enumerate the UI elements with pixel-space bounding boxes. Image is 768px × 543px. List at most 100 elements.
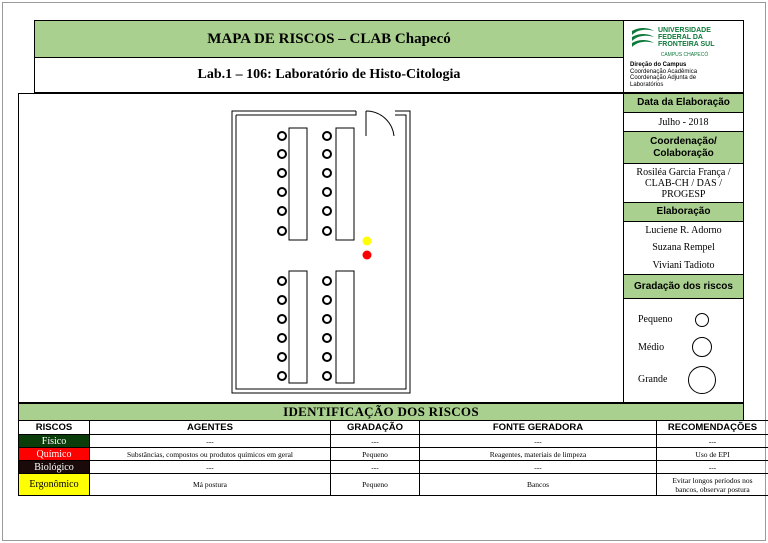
agent-cell: --- xyxy=(89,434,331,448)
small-circle-icon xyxy=(695,313,709,327)
chemical-risk-marker xyxy=(362,250,372,260)
recommendation-line-1: Evitar longos períodos nos xyxy=(672,475,753,485)
coord-value-line-3: PROGESP xyxy=(661,188,706,200)
coord-value-line-1: Rosiléa Garcia França / xyxy=(636,166,731,178)
coord-heading-line-1: Coordenação/ xyxy=(650,135,717,147)
table-row: Ergonômico Má postura Pequeno Bancos Evi… xyxy=(18,473,768,496)
stool-icon xyxy=(277,352,287,362)
table-row: Químico Substâncias, compostos ou produt… xyxy=(18,447,768,461)
bench-top-right xyxy=(335,127,355,241)
date-heading: Data da Elaboração xyxy=(623,93,744,113)
recommendation-cell: --- xyxy=(656,434,768,448)
logo-dir-1: Direção do Campus xyxy=(630,62,687,68)
date-heading-text: Data da Elaboração xyxy=(637,97,730,108)
stool-icon xyxy=(277,333,287,343)
stool-icon xyxy=(322,295,332,305)
stool-icon xyxy=(277,168,287,178)
stool-icon xyxy=(277,206,287,216)
stool-icon xyxy=(277,226,287,236)
subtitle-text: Lab.1 – 106: Laboratório de Histo-Citolo… xyxy=(197,66,461,82)
recommendation-line-2: bancos, observar postura xyxy=(675,484,750,494)
floor-plan xyxy=(231,110,411,394)
stool-icon xyxy=(322,333,332,343)
risk-table-header-row: RISCOS AGENTES GRADAÇÃO FONTE GERADORA R… xyxy=(18,420,768,435)
logo-dir-4: Laboratórios xyxy=(630,81,664,88)
university-logo-block: UNIVERSIDADE FEDERAL DA FRONTEIRA SUL CA… xyxy=(623,20,744,93)
bench-top-left xyxy=(288,127,308,241)
risk-table-title-text: IDENTIFICAÇÃO DOS RISCOS xyxy=(283,404,479,419)
stool-icon xyxy=(322,314,332,324)
recommendation-cell: Evitar longos períodos nos bancos, obser… xyxy=(656,473,768,496)
risk-table: RISCOS AGENTES GRADAÇÃO FONTE GERADORA R… xyxy=(18,420,768,496)
recommendation-cell: --- xyxy=(656,460,768,474)
stool-icon xyxy=(322,226,332,236)
source-cell: Bancos xyxy=(419,473,657,496)
legend-large-label: Grande xyxy=(638,374,668,385)
stool-icon xyxy=(277,295,287,305)
logo-dir-3: Coordenação Adjunta de xyxy=(630,75,697,81)
legend-medium-label: Médio xyxy=(638,342,665,353)
risk-category-ergonomic: Ergonômico xyxy=(18,473,90,496)
stool-icon xyxy=(322,371,332,381)
risk-table-title: IDENTIFICAÇÃO DOS RISCOS xyxy=(18,403,744,421)
logo-line-3: FRONTEIRA SUL xyxy=(658,41,715,48)
elab-names: Luciene R. Adorno Suzana Rempel Viviani … xyxy=(623,221,744,275)
stool-icon xyxy=(322,149,332,159)
bench-bottom-right xyxy=(335,270,355,384)
bench-bottom-left xyxy=(288,270,308,384)
page-title: MAPA DE RISCOS – CLAB Chapecó xyxy=(34,20,624,58)
logo-dir-2: Coordenação Acadêmica xyxy=(630,68,698,75)
uffs-logo-icon xyxy=(632,28,654,47)
elab-heading-text: Elaboração xyxy=(656,206,711,217)
col-header-risks: RISCOS xyxy=(18,420,90,435)
col-header-recommendations: RECOMENDAÇÕES xyxy=(656,420,768,435)
room-wall-inner xyxy=(235,114,407,390)
grade-cell: --- xyxy=(330,460,420,474)
coord-heading: Coordenação/ Colaboração xyxy=(623,131,744,164)
stool-icon xyxy=(322,206,332,216)
elab-name: Luciene R. Adorno xyxy=(645,225,722,237)
stool-icon xyxy=(277,131,287,141)
source-cell: Reagentes, materiais de limpeza xyxy=(419,447,657,461)
stool-icon xyxy=(277,371,287,381)
coord-value-line-2: CLAB-CH / DAS / xyxy=(645,177,722,189)
room-wall xyxy=(231,110,411,394)
logo-line-2: FEDERAL DA xyxy=(658,34,703,41)
elab-name: Suzana Rempel xyxy=(652,242,715,254)
door-swing xyxy=(365,110,395,137)
coord-heading-line-2: Colaboração xyxy=(653,147,714,159)
table-row: Biológico --- --- --- --- xyxy=(18,460,768,474)
risk-size-legend: Pequeno Médio Grande xyxy=(623,298,744,403)
floor-plan-area xyxy=(18,93,624,403)
grade-cell: Pequeno xyxy=(330,473,420,496)
col-header-source: FONTE GERADORA xyxy=(419,420,657,435)
ergonomic-risk-marker xyxy=(362,236,372,246)
grade-cell: Pequeno xyxy=(330,447,420,461)
grade-cell: --- xyxy=(330,434,420,448)
logo-line-1: UNIVERSIDADE xyxy=(658,27,711,34)
stool-icon xyxy=(322,276,332,286)
lab-subtitle: Lab.1 – 106: Laboratório de Histo-Citolo… xyxy=(34,57,624,93)
stool-icon xyxy=(322,131,332,141)
grad-heading-text: Gradação dos riscos xyxy=(634,280,733,292)
risk-category-biological: Biológico xyxy=(18,460,90,474)
large-circle-icon xyxy=(688,366,716,394)
stool-icon xyxy=(277,314,287,324)
col-header-grade: GRADAÇÃO xyxy=(330,420,420,435)
stool-icon xyxy=(277,149,287,159)
risk-category-chemical: Químico xyxy=(18,447,90,461)
logo-campus: CAMPUS CHAPECÓ xyxy=(660,52,709,58)
agent-cell: --- xyxy=(89,460,331,474)
recommendation-cell: Uso de EPI xyxy=(656,447,768,461)
agent-cell: Substâncias, compostos ou produtos quími… xyxy=(89,447,331,461)
title-text: MAPA DE RISCOS – CLAB Chapecó xyxy=(207,30,451,47)
table-row: Físico --- --- --- --- xyxy=(18,434,768,448)
stool-icon xyxy=(322,187,332,197)
date-value-text: Julho - 2018 xyxy=(658,116,709,128)
stool-icon xyxy=(322,168,332,178)
source-cell: --- xyxy=(419,460,657,474)
stool-icon xyxy=(277,276,287,286)
coord-value: Rosiléa Garcia França / CLAB-CH / DAS / … xyxy=(623,163,744,203)
col-header-agents: AGENTES xyxy=(89,420,331,435)
grad-heading: Gradação dos riscos xyxy=(623,274,744,299)
